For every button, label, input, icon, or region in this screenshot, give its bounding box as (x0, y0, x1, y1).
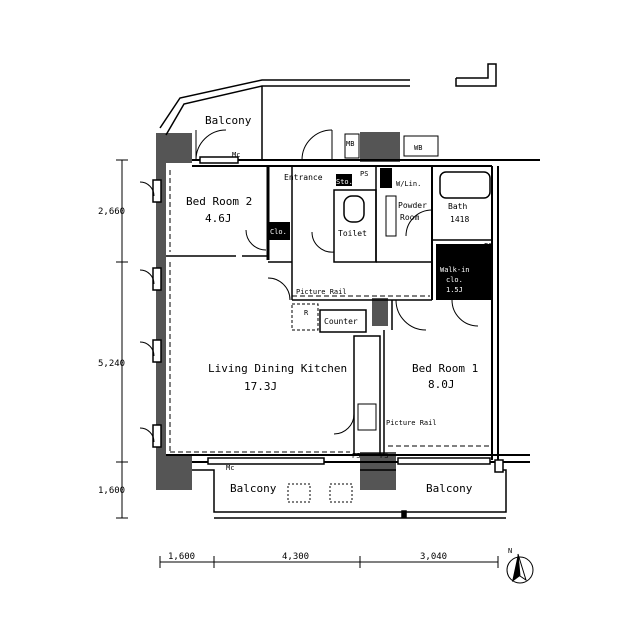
refrigerator-label: R (304, 309, 309, 317)
mc-top-label: Mc (232, 151, 240, 159)
exterior-walls (156, 132, 400, 490)
ps-label-3: PS (352, 452, 360, 460)
ps-label-1: PS (360, 170, 368, 178)
balcony-top (159, 63, 497, 160)
dim-bottom-2: 4,300 (282, 552, 309, 562)
picture-rail-label-2: Picture Rail (386, 419, 437, 427)
dim-left-3: 1,600 (98, 486, 125, 496)
fixtures-shapes (268, 133, 492, 503)
mc-bottom-label: Mc (226, 464, 234, 472)
walk-in-closet-label: Walk-in clo. 1.5J (440, 266, 474, 294)
bath-size: 1418 (450, 215, 469, 224)
mb-label: MB (346, 140, 354, 148)
balcony-bottom-right-label: Balcony (426, 482, 473, 495)
bedroom-2-name: Bed Room 2 (186, 195, 252, 208)
door-swings (139, 129, 479, 443)
washing-machine-label: W/Lin. (396, 180, 421, 188)
ps-label-4: PS (380, 452, 388, 460)
picture-rails (169, 170, 490, 453)
powder-room-line-1: Powder (398, 201, 427, 210)
bedroom-1-size: 8.0J (428, 378, 455, 391)
balcony-bottom (192, 469, 507, 519)
dim-bottom-1: 1,600 (168, 552, 195, 562)
dimension-lines (116, 159, 499, 568)
toilet-label: Toilet (338, 229, 367, 238)
powder-room-line-2: Room (400, 213, 419, 222)
balcony-top-label: Balcony (205, 114, 252, 127)
wb-label: WB (414, 144, 422, 152)
compass-icon: N (506, 547, 534, 584)
dim-left-1: 2,660 (98, 207, 125, 217)
powder-room-label: Powder Room (398, 201, 432, 222)
bedroom-1-name: Bed Room 1 (412, 362, 478, 375)
ldk-name: Living Dining Kitchen (208, 362, 347, 375)
closet-label: Clo. (270, 228, 287, 236)
bedroom-2-size: 4.6J (205, 212, 232, 225)
balcony-bottom-left-label: Balcony (230, 482, 277, 495)
ps-label-2: PS (484, 242, 492, 250)
dim-bottom-3: 3,040 (420, 552, 447, 562)
ldk-size: 17.3J (244, 380, 277, 393)
entrance-label: Entrance (284, 173, 323, 182)
dim-left-2: 5,240 (98, 359, 125, 369)
compass-label: N (508, 547, 512, 555)
storage-label: Sto. (336, 178, 353, 186)
windows (152, 156, 504, 473)
picture-rail-label-1: Picture Rail (296, 288, 347, 296)
bath-name: Bath (448, 202, 467, 211)
counter-label: Counter (324, 317, 358, 326)
